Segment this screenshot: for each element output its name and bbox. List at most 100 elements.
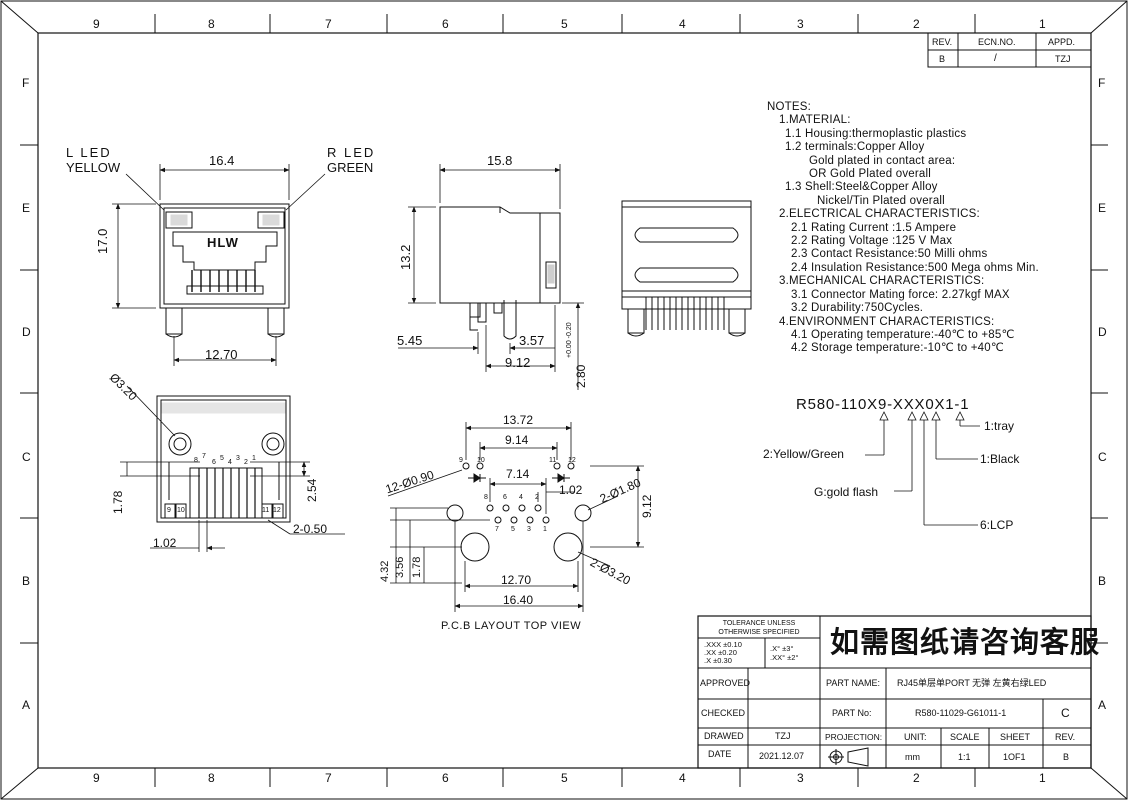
dim-side-d: 2.80 bbox=[574, 364, 588, 388]
pcb-pin-label: 12 bbox=[568, 457, 576, 464]
unit-value: mm bbox=[905, 752, 920, 762]
pcb-pin-label: 6 bbox=[503, 494, 507, 501]
dim-side-b: 3.57 bbox=[519, 333, 545, 348]
row-label-B: B bbox=[22, 574, 31, 588]
dim-bottom-c: 1.02 bbox=[153, 536, 177, 550]
drawed-by: TZJ bbox=[775, 731, 791, 741]
dim-pcb-714: 7.14 bbox=[506, 467, 530, 481]
row-label-B-right: B bbox=[1098, 574, 1107, 588]
option-gold-flash: G:gold flash bbox=[814, 485, 879, 499]
dim-pcb-1640: 16.40 bbox=[503, 593, 534, 607]
pin-label: 5 bbox=[220, 455, 224, 462]
option-yellow-green: 2:Yellow/Green bbox=[763, 447, 844, 461]
col-label-2-bottom: 2 bbox=[913, 771, 920, 785]
ecn-value: / bbox=[994, 53, 997, 64]
dim-side-d-tolerance: +0.00 -0.20 bbox=[566, 322, 573, 358]
tolerance-angle-xx: .XX° ±2° bbox=[770, 653, 799, 662]
note-line: 3.2 Durability:750Cycles. bbox=[791, 302, 924, 315]
pin-label: 6 bbox=[212, 459, 216, 466]
row-label-C: C bbox=[22, 450, 31, 464]
pin-label: 10 bbox=[177, 507, 185, 514]
col-label-3: 3 bbox=[797, 17, 804, 31]
dim-pcb-178: 1.78 bbox=[411, 556, 423, 578]
scale-label: SCALE bbox=[950, 732, 980, 742]
left-led-label: L LED bbox=[66, 145, 112, 160]
pin-label: 12 bbox=[273, 507, 281, 514]
part-number-code: R580-110X9-XXX0X1-1 bbox=[796, 396, 970, 413]
pcb-pin-label: 11 bbox=[549, 457, 557, 464]
projection-label: PROJECTION: bbox=[825, 732, 883, 742]
date-label: DATE bbox=[708, 749, 732, 759]
note-line: 2.ELECTRICAL CHARACTERISTICS: bbox=[779, 208, 980, 221]
note-line: 1.3 Shell:Steel&Copper Alloy bbox=[785, 181, 938, 194]
col-label-8-bottom: 8 bbox=[208, 771, 215, 785]
pcb-pin-label: 8 bbox=[484, 494, 488, 501]
note-line: 1.MATERIAL: bbox=[779, 114, 851, 127]
notes-block: NOTES: 1.MATERIAL: 1.1 Housing:thermopla… bbox=[767, 101, 1039, 356]
pcb-pin-label: 7 bbox=[495, 526, 499, 533]
col-label-4: 4 bbox=[679, 17, 686, 31]
dim-side-a: 5.45 bbox=[397, 333, 423, 348]
pcb-pin-label: 4 bbox=[519, 494, 523, 501]
dim-pcb-1270: 12.70 bbox=[501, 573, 532, 587]
dim-front-height: 17.0 bbox=[95, 228, 110, 254]
note-line: 1.2 terminals:Copper Alloy bbox=[785, 141, 925, 154]
dim-bottom-a: 1.78 bbox=[111, 490, 125, 514]
col-label-9: 9 bbox=[93, 17, 100, 31]
row-label-A-right: A bbox=[1098, 698, 1107, 712]
pcb-layout bbox=[446, 462, 592, 562]
tolerance-title-2: OTHERWISE SPECIFIED bbox=[718, 629, 800, 636]
col-label-9-bottom: 9 bbox=[93, 771, 100, 785]
pcb-pin-label: 10 bbox=[477, 457, 485, 464]
note-line: 2.2 Rating Voltage :125 V Max bbox=[791, 235, 953, 248]
dim-side-length: 15.8 bbox=[487, 153, 513, 168]
note-line: Nickel/Tin Plated overall bbox=[817, 194, 945, 207]
bottom-view bbox=[156, 395, 291, 523]
note-line: 2.4 Insulation Resistance:500 Mega ohms … bbox=[791, 261, 1039, 274]
pin-label: 2 bbox=[244, 459, 248, 466]
note-line: OR Gold Plated overall bbox=[809, 168, 932, 181]
col-label-2: 2 bbox=[913, 17, 920, 31]
unit-label: UNIT: bbox=[904, 732, 927, 742]
pin-label: 7 bbox=[202, 453, 206, 460]
scale-value: 1:1 bbox=[958, 752, 971, 762]
option-black: 1:Black bbox=[980, 452, 1020, 466]
checked-label: CHECKED bbox=[701, 708, 746, 718]
dim-pcb-102: 1.02 bbox=[559, 483, 583, 497]
notes-title: NOTES: bbox=[767, 101, 812, 113]
sheet-value: 1OF1 bbox=[1003, 752, 1026, 762]
pin-label: 11 bbox=[262, 507, 270, 514]
dim-pcb-914: 9.14 bbox=[505, 433, 529, 447]
appd-header: APPD. bbox=[1048, 37, 1076, 47]
note-line: Gold plated in contact area: bbox=[809, 154, 956, 167]
pcb-pin-label: 1 bbox=[543, 526, 547, 533]
rev-value: B bbox=[939, 54, 946, 64]
sheet-label: SHEET bbox=[1000, 732, 1031, 742]
row-label-D: D bbox=[22, 325, 31, 339]
pin-label: 8 bbox=[194, 457, 198, 464]
note-line: 1.1 Housing:thermoplastic plastics bbox=[785, 127, 967, 140]
col-label-1: 1 bbox=[1039, 17, 1046, 31]
dim-pcb-1372: 13.72 bbox=[503, 413, 534, 427]
tolerance-title: TOLERANCE UNLESS bbox=[722, 620, 796, 627]
right-led-label: R LED bbox=[327, 145, 376, 160]
note-line: 4.1 Operating temperature:-40℃ to +85℃ bbox=[791, 328, 1015, 341]
note-line: 3.MECHANICAL CHARACTERISTICS: bbox=[779, 275, 985, 288]
part-name-value: RJ45单层单PORT 无弹 左黄右绿LED bbox=[897, 678, 1047, 688]
dim-pcb-432: 4.32 bbox=[379, 560, 391, 582]
pin-label: 3 bbox=[236, 455, 240, 462]
right-led-color: GREEN bbox=[327, 160, 374, 175]
tolerance-x: .X ±0.30 bbox=[704, 656, 732, 665]
brand-logo: HLW bbox=[207, 235, 239, 250]
col-label-6: 6 bbox=[442, 17, 449, 31]
dim-bottom-b: 2.54 bbox=[305, 478, 319, 502]
rev-label: REV. bbox=[1055, 732, 1076, 742]
option-lcp: 6:LCP bbox=[980, 518, 1014, 532]
rear-view bbox=[621, 200, 752, 337]
part-no-label: PART No: bbox=[832, 708, 872, 718]
part-name-label: PART NAME: bbox=[826, 678, 881, 688]
col-label-7: 7 bbox=[325, 17, 332, 31]
pin-label: 9 bbox=[167, 507, 171, 514]
dim-side-c: 9.12 bbox=[505, 355, 531, 370]
rev-value-bottom: B bbox=[1063, 752, 1070, 762]
